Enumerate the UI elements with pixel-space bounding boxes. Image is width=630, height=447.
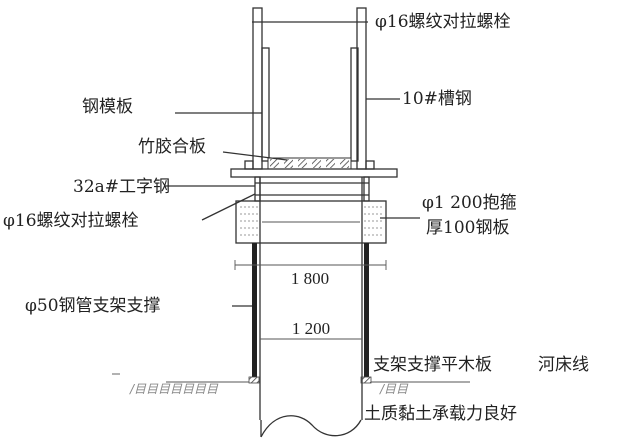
label-soil: 土质黏土承载力良好: [364, 404, 517, 424]
river-bed-ground: /目目目目目目目 /目目: [112, 373, 470, 396]
timber-board-right: [360, 376, 372, 384]
dimension-label-1200: 1 200: [292, 319, 330, 338]
block-right: [365, 160, 375, 170]
dimension-1800: 1 800: [234, 260, 387, 288]
label-bamboo-plywood: 竹胶合板: [138, 137, 206, 157]
label-i-beam: 32a#工字钢: [73, 177, 170, 197]
bearing-plate: [230, 168, 398, 178]
block-left: [244, 160, 254, 170]
label-support-board: 支架支撑平木板: [373, 355, 492, 375]
label-hoop: φ1 200抱箍: [422, 193, 517, 213]
pier-break-line: [260, 415, 362, 438]
label-channel-steel: 10#槽钢: [402, 89, 472, 109]
steel-pipe-left: [252, 243, 257, 377]
steel-formwork-left: [252, 7, 270, 170]
label-river-bed: 河床线: [538, 355, 589, 375]
label-steel-formwork: 钢模板: [82, 97, 133, 117]
steel-formwork-right: [350, 7, 367, 170]
svg-text:/目目目目目目目: /目目目目目目目: [129, 382, 219, 396]
steel-pipe-right: [364, 243, 369, 377]
label-tie-rod-top: φ16螺纹对拉螺栓: [375, 12, 511, 32]
label-tie-rod-side: φ16螺纹对拉螺栓: [3, 211, 139, 231]
label-steel-pipe: φ50钢管支架支撑: [25, 296, 161, 316]
pier-column: [259, 177, 363, 420]
timber-board-left: [248, 376, 260, 384]
leader-lines: [165, 98, 420, 307]
steel-hoop: [235, 200, 387, 244]
dimension-1200: 1 200: [260, 319, 362, 340]
label-steel-plate: 厚100钢板: [426, 218, 509, 238]
i-beam: [254, 176, 370, 202]
svg-text:/目目: /目目: [379, 382, 409, 396]
dimension-label-1800: 1 800: [291, 269, 329, 288]
